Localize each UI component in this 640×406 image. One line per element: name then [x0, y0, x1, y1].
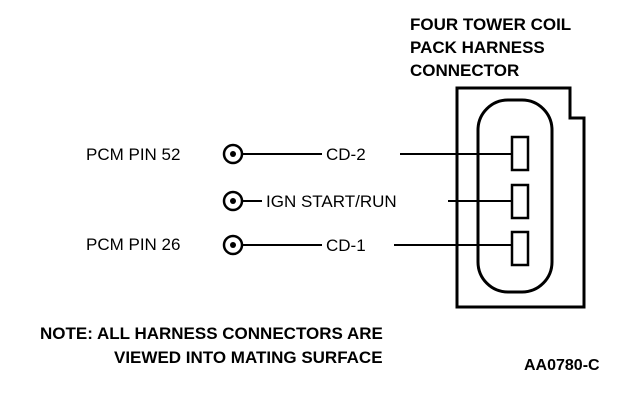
cd-1-wire-label: CD-1 — [326, 236, 366, 255]
connector-title-line-3: CONNECTOR — [410, 61, 519, 80]
terminal-cavity-middle — [510, 183, 530, 220]
pcm-pin-52-label: PCM PIN 52 — [86, 145, 180, 164]
terminal-cavity-top — [510, 135, 530, 172]
connector-mating-face — [476, 98, 554, 294]
connector-title-line-2: PACK HARNESS — [410, 38, 545, 57]
terminal-cavity-bottom — [510, 230, 530, 267]
note-line-1: NOTE: ALL HARNESS CONNECTORS ARE — [40, 324, 383, 343]
pcm-pin-26-label: PCM PIN 26 — [86, 235, 180, 254]
connector-title-line-1: FOUR TOWER COIL — [410, 15, 571, 34]
splice-dot-icon — [230, 242, 236, 248]
coil-pack-connector — [455, 86, 586, 309]
note-line-2: VIEWED INTO MATING SURFACE — [114, 348, 383, 367]
circuit-cd-1: PCM PIN 26 CD-1 — [86, 234, 512, 256]
splice-dot-icon — [230, 198, 236, 204]
connector-housing — [455, 86, 586, 309]
circuit-ign-start-run: IGN START/RUN — [222, 190, 512, 212]
ign-start-run-wire-label: IGN START/RUN — [266, 192, 397, 211]
figure-code: AA0780-C — [524, 357, 600, 374]
splice-dot-icon — [230, 151, 236, 157]
circuit-cd-2: PCM PIN 52 CD-2 — [86, 143, 512, 165]
cd-2-wire-label: CD-2 — [326, 145, 366, 164]
